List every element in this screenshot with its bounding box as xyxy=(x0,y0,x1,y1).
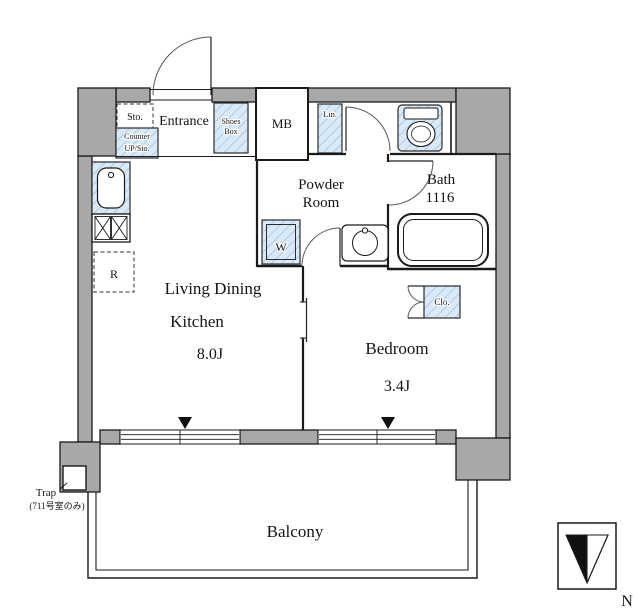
window-marker-left-icon xyxy=(178,417,192,429)
ldk-label-2: Kitchen xyxy=(170,312,224,331)
counter-upsto-label: UP/Sto. xyxy=(124,144,149,153)
bath-door-arc xyxy=(388,160,434,206)
outer-walls xyxy=(59,87,511,493)
mb-box xyxy=(255,87,309,161)
pillar-top-right xyxy=(455,87,511,155)
bedroom-area-label: 3.4J xyxy=(384,378,410,395)
wall-bottom-segment-1 xyxy=(99,429,121,445)
bedroom-label: Bedroom xyxy=(365,339,428,358)
linen-label: Lin. xyxy=(323,109,337,119)
window-marker-right-icon xyxy=(381,417,395,429)
kitchen-sink xyxy=(96,167,126,209)
kitchen: R xyxy=(91,161,135,293)
fridge-space-box xyxy=(93,251,135,293)
ldk-room: Living Dining Kitchen 8.0J xyxy=(165,279,262,363)
wall-bottom-segment-3 xyxy=(435,429,457,445)
trap-square xyxy=(62,465,87,491)
trap-label-2: (711号室のみ) xyxy=(29,500,84,511)
entrance-area: Sto. Counter UP/Sto. Entrance Shoes Box xyxy=(115,36,257,159)
pillar-bottom-right xyxy=(455,437,511,481)
wall-top-right-segment xyxy=(307,87,457,103)
shoes-box xyxy=(213,102,249,154)
storage-label: Sto. xyxy=(127,112,143,123)
balcony: Balcony xyxy=(87,480,478,579)
wall-right xyxy=(495,153,511,439)
bath-label-1: Bath xyxy=(427,172,456,188)
shoes-box-label-1: Shoes xyxy=(221,117,240,126)
powder-room-label-2: Room xyxy=(303,195,340,211)
bath-room: Bath 1116 xyxy=(388,160,489,267)
trap-leader-line xyxy=(59,482,68,490)
north-label: N xyxy=(621,593,633,610)
mb-label: MB xyxy=(272,116,293,131)
washer-label: W xyxy=(275,240,287,254)
pillar-top-left xyxy=(77,87,117,157)
entrance-label: Entrance xyxy=(159,114,209,129)
compass-needle-outline xyxy=(565,534,609,585)
interior-walls xyxy=(255,152,496,430)
toilet-seat xyxy=(411,125,431,143)
counter-box xyxy=(115,127,159,159)
trap-label-1: Trap xyxy=(36,487,57,499)
wall-left xyxy=(77,155,93,443)
trap-hatch: Trap (711号室のみ) xyxy=(29,465,87,511)
stove-burners-icon xyxy=(94,216,128,240)
meter-box: MB xyxy=(255,87,309,161)
fridge-label: R xyxy=(110,267,118,281)
wall-bottom-segment-2 xyxy=(239,429,319,445)
north-compass: N xyxy=(557,522,633,610)
bedroom-room: Bedroom 3.4J Clo. xyxy=(365,285,461,395)
powder-room-label-1: Powder xyxy=(298,177,344,193)
closet-door-arc-top xyxy=(407,285,425,303)
stove-unit xyxy=(91,213,131,243)
wc-door-arc xyxy=(345,106,391,152)
washer-pan xyxy=(261,219,301,265)
linen-wc-area: Lin. xyxy=(317,102,452,154)
closet-label: Clo. xyxy=(434,297,449,307)
bathtub-inner xyxy=(403,219,483,261)
counter-label: Counter xyxy=(124,132,150,141)
washer-inner xyxy=(266,224,296,260)
powder-room: Powder Room W xyxy=(261,177,389,267)
washbasin-bowl xyxy=(352,230,378,256)
balcony-outer-rail xyxy=(87,480,478,579)
washbasin-faucet xyxy=(361,227,369,234)
closet-box xyxy=(423,285,461,319)
balcony-label: Balcony xyxy=(267,522,324,541)
bath-label-2: 1116 xyxy=(426,190,455,206)
kitchen-faucet xyxy=(107,171,115,179)
entrance-door-arc xyxy=(152,36,212,96)
toilet-tank xyxy=(403,107,439,120)
closet-door-arc-bottom xyxy=(407,301,425,319)
linen-box xyxy=(317,103,343,154)
balcony-inner-rail xyxy=(95,480,469,571)
ldk-label-1: Living Dining xyxy=(165,279,262,298)
powder-door-arc xyxy=(301,227,341,267)
ldk-area-label: 8.0J xyxy=(197,346,223,363)
wall-top-left-segment xyxy=(115,87,151,103)
shoes-box-label-2: Box xyxy=(224,127,237,136)
windows xyxy=(119,417,437,445)
wall-top-mid-segment xyxy=(211,87,257,103)
